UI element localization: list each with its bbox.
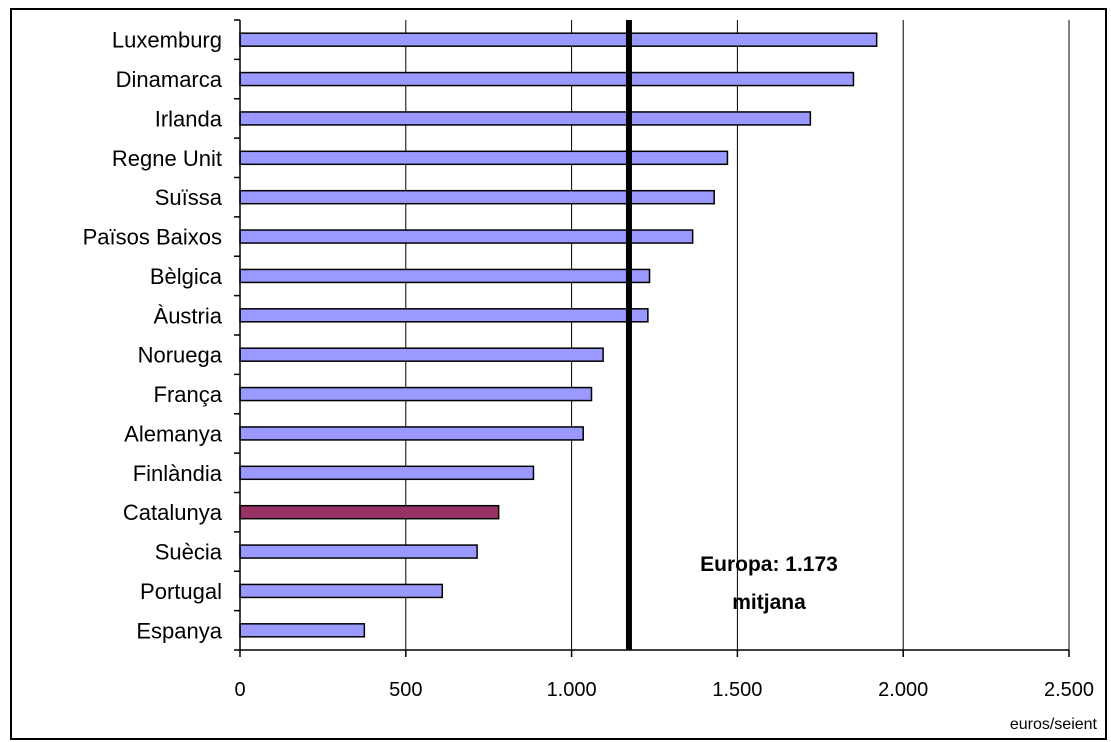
bar	[239, 32, 878, 47]
reference-line-label: Europa: 1.173	[700, 553, 838, 576]
category-label: Espanya	[136, 618, 222, 643]
x-axis-unit-label: euros/seient	[1010, 716, 1098, 733]
x-tick-label: 500	[389, 679, 422, 701]
reference-line-sublabel: mitjana	[732, 591, 806, 614]
bar	[239, 308, 649, 323]
category-label: Irlanda	[155, 106, 223, 131]
bar	[239, 623, 366, 638]
category-label: França	[154, 382, 223, 407]
bar	[239, 229, 694, 244]
category-label: Regne Unit	[112, 146, 222, 171]
bar	[239, 347, 604, 362]
category-label: Suècia	[155, 540, 223, 565]
bar	[239, 150, 729, 166]
category-label: Alemanya	[124, 421, 223, 446]
bar	[239, 71, 855, 87]
category-label: Suïssa	[155, 185, 223, 210]
bar	[239, 111, 812, 126]
category-label: Països Baixos	[83, 225, 222, 250]
bar	[239, 504, 500, 520]
category-label: Noruega	[138, 343, 223, 368]
bar	[239, 386, 593, 402]
bar	[239, 268, 651, 284]
x-tick-label: 2.000	[878, 679, 928, 701]
chart-frame	[10, 8, 1107, 740]
axes	[234, 19, 1070, 657]
x-tick-label: 2.500	[1044, 679, 1094, 701]
bar	[239, 544, 478, 559]
bar	[239, 465, 535, 481]
category-label: Luxemburg	[112, 28, 222, 53]
category-label: Dinamarca	[116, 67, 223, 92]
bar	[239, 583, 444, 599]
category-label: Àustria	[154, 303, 223, 328]
bar	[239, 426, 584, 441]
bar	[239, 189, 715, 205]
category-label: Finlàndia	[133, 461, 223, 486]
x-tick-label: 0	[234, 679, 245, 701]
category-label: Catalunya	[123, 500, 223, 525]
x-tick-label: 1.500	[712, 679, 762, 701]
bars	[239, 20, 878, 650]
x-tick-label: 1.000	[547, 679, 597, 701]
category-label: Bèlgica	[150, 264, 223, 289]
category-label: Portugal	[140, 579, 222, 604]
